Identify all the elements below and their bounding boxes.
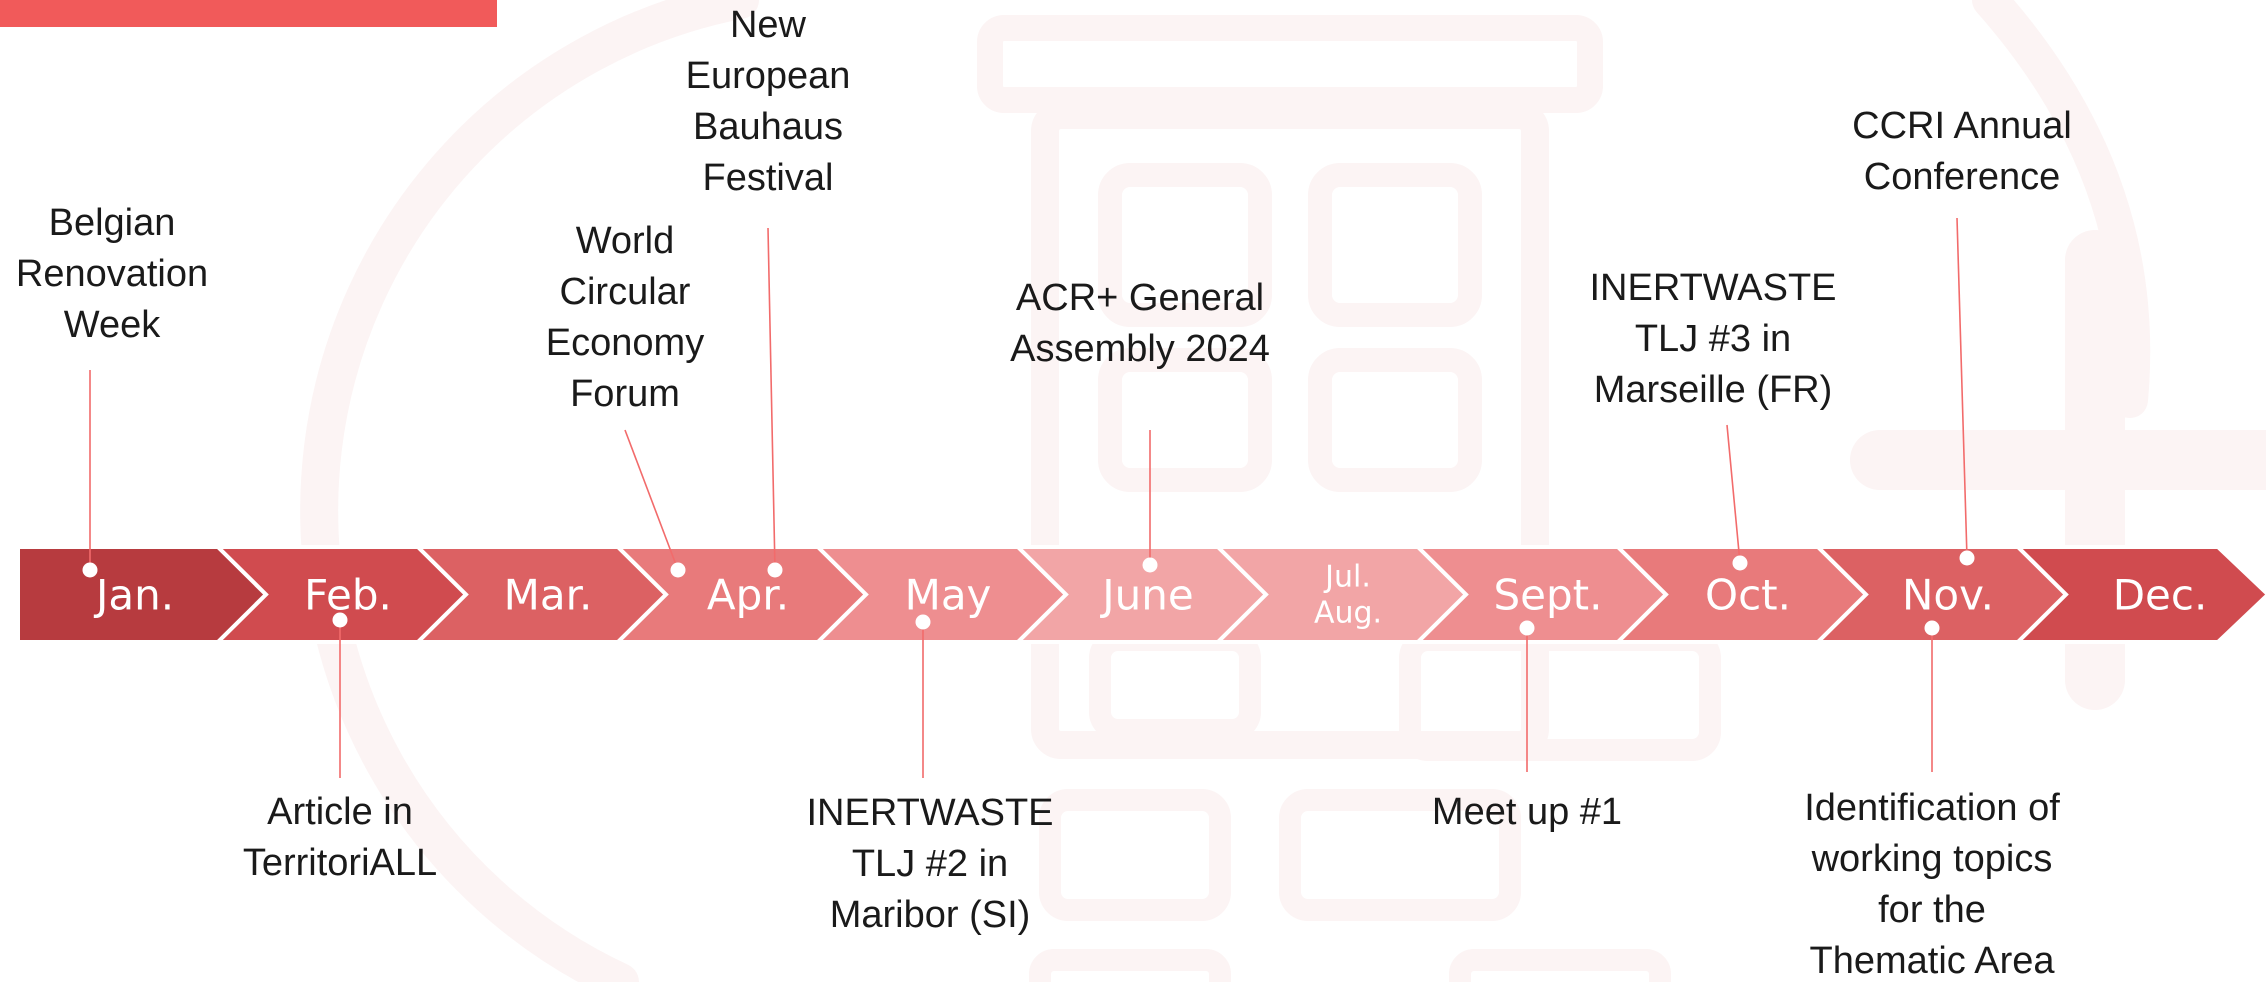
month-label-mar: Mar.: [504, 571, 593, 620]
month-label-june: June: [1099, 571, 1193, 620]
month-label-dec: Dec.: [2113, 571, 2208, 620]
month-chevron-band: Jan. Feb. Mar. Apr. May June Jul.Aug. Sept. Oct.…: [16, 545, 2266, 644]
event-new-european-bauhaus-festival-marker: [767, 562, 783, 578]
month-label-feb: Feb.: [304, 571, 392, 620]
month-label-nov: Nov.: [1902, 571, 1994, 620]
accent-bar: [0, 0, 497, 27]
event-article-territoriall-label: Article in TerritoriALL: [242, 791, 438, 884]
event-world-circular-economy-forum-label: World Circular Economy Forum: [545, 220, 705, 415]
event-belgian-renovation-week-label: Belgian Renovation Week: [15, 202, 209, 346]
month-label-oct: Oct.: [1705, 571, 1791, 620]
month-label-jul-aug: Jul.Aug.: [1314, 560, 1382, 631]
month-label-apr: Apr.: [707, 571, 789, 620]
event-identification-working-topics-marker: [1924, 620, 1940, 636]
event-belgian-renovation-week-marker: [82, 562, 98, 578]
month-label-sept: Sept.: [1494, 571, 1603, 620]
event-article-territoriall-marker: [332, 612, 348, 628]
event-world-circular-economy-forum-marker: [670, 562, 686, 578]
event-inertwaste-tlj2-marker: [915, 614, 931, 630]
event-world-circular-economy-forum-connector: [624, 429, 679, 571]
event-new-european-bauhaus-festival-connector: [767, 227, 776, 571]
event-identification-working-topics-label: Identification of working topics for the…: [1804, 787, 2060, 982]
event-inertwaste-tlj2-label: INERTWASTE TLJ #2 in Maribor (SI): [806, 792, 1054, 936]
event-new-european-bauhaus-festival-label: New European Bauhaus Festival: [685, 4, 851, 199]
event-ccri-annual-conference-marker: [1959, 550, 1975, 566]
event-acr-general-assembly-marker: [1142, 557, 1158, 573]
event-inertwaste-tlj3-connector: [1726, 424, 1741, 564]
month-label-may: May: [905, 571, 992, 620]
event-ccri-annual-conference-connector: [1956, 217, 1968, 559]
event-meet-up-1-label: Meet up #1: [1431, 791, 1623, 833]
event-inertwaste-tlj3-label: INERTWASTE TLJ #3 in Marseille (FR): [1589, 267, 1837, 411]
month-chevron-dec: [2013, 545, 2266, 644]
event-acr-general-assembly-label: ACR+ General Assembly 2024: [1010, 277, 1270, 370]
event-inertwaste-tlj3-marker: [1732, 555, 1748, 571]
event-ccri-annual-conference-label: CCRI Annual Conference: [1852, 105, 2072, 198]
event-connectors: [82, 217, 1975, 778]
event-meet-up-1-marker: [1519, 620, 1535, 636]
month-label-jan: Jan.: [93, 571, 174, 620]
